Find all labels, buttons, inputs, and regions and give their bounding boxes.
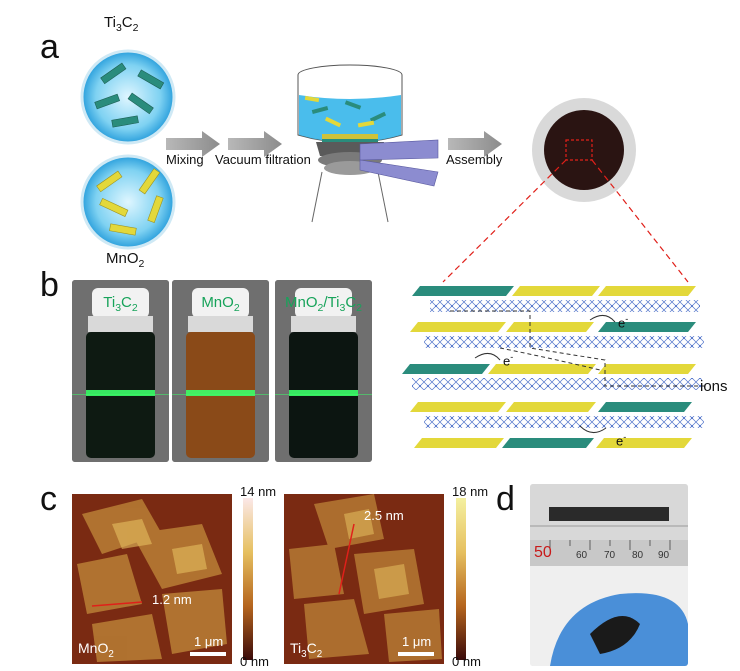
film-photo: 50 60 70 80 90	[530, 484, 688, 666]
ruler-tick-90: 90	[658, 550, 670, 561]
vial-label-3: MnO2/Ti3C2	[285, 294, 362, 314]
ruler-tick-60: 60	[576, 550, 588, 561]
ti3c2-dispersion-sphere	[80, 49, 176, 145]
colorbar-ti3c2-max: 18 nm	[452, 484, 489, 499]
vial-photo-2: MnO2	[172, 280, 269, 462]
ruler-big-mark: 50	[534, 544, 552, 561]
layer-row-4	[410, 402, 704, 428]
step-assembly-label: Assembly	[446, 152, 503, 167]
vial-photo-3: MnO2/Ti3C2	[275, 280, 372, 462]
afm-corner-mno2: MnO2	[78, 640, 114, 660]
electron-arrows	[474, 315, 616, 433]
mno2-label: MnO2	[106, 250, 145, 270]
afm-image-mno2: 1.2 nm MnO2 1 μm	[72, 494, 232, 664]
vial-1	[72, 280, 169, 462]
vial-3	[275, 280, 372, 462]
colorbar-mno2-max: 14 nm	[240, 484, 277, 499]
ruler-tick-70: 70	[604, 550, 616, 561]
afm-mno2-flakes	[72, 494, 232, 664]
colorbar-ti3c2-min: 0 nm	[452, 654, 481, 669]
mno2-dispersion-sphere	[80, 154, 176, 250]
filtration-apparatus	[297, 64, 439, 223]
scale-bar-ti3c2	[398, 652, 434, 656]
ions-label: ions	[700, 378, 728, 395]
electron-label-2: e-	[503, 352, 514, 369]
electron-label-3: e-	[616, 432, 627, 449]
height-marker-mno2: 1.2 nm	[152, 592, 192, 607]
panel-label-b: b	[40, 266, 59, 304]
afm-ti3c2-flakes	[284, 494, 444, 664]
film-photo-drawing	[530, 484, 688, 666]
vial-label-2: MnO2	[201, 294, 240, 314]
transport-paths	[450, 310, 705, 387]
afm-corner-ti3c2: Ti3C2	[290, 640, 323, 660]
step-mixing-label: Mixing	[166, 152, 204, 167]
layer-row-1	[412, 286, 700, 312]
height-marker-ti3c2: 2.5 nm	[364, 508, 404, 523]
colorbar-ti3c2	[456, 498, 466, 660]
panel-label-d: d	[496, 480, 515, 518]
assembled-film-disk	[442, 98, 689, 283]
scale-bar-label-mno2: 1 μm	[194, 634, 224, 649]
colorbar-mno2	[243, 498, 253, 660]
layer-row-3	[402, 364, 702, 390]
vial-label-1: Ti3C2	[103, 294, 138, 314]
ruler-tick-80: 80	[632, 550, 644, 561]
scale-bar-mno2	[190, 652, 226, 656]
electron-label-1: e-	[618, 314, 629, 331]
vial-2	[172, 280, 269, 462]
layer-row-5	[414, 438, 692, 448]
step-filtration-label: Vacuum filtration	[215, 152, 311, 167]
vial-photo-1: Ti3C2	[72, 280, 169, 462]
scale-bar-label-ti3c2: 1 μm	[402, 634, 432, 649]
panel-label-a: a	[40, 28, 59, 66]
assembly-schematic	[80, 49, 689, 283]
layered-structure-diagram	[402, 286, 705, 448]
layer-row-2	[410, 322, 704, 348]
panel-label-c: c	[40, 480, 57, 518]
colorbar-mno2-min: 0 nm	[240, 654, 269, 669]
ti3c2-label: Ti3C2	[104, 14, 139, 34]
afm-image-ti3c2: 2.5 nm Ti3C2 1 μm	[284, 494, 444, 664]
process-arrows	[166, 131, 502, 157]
